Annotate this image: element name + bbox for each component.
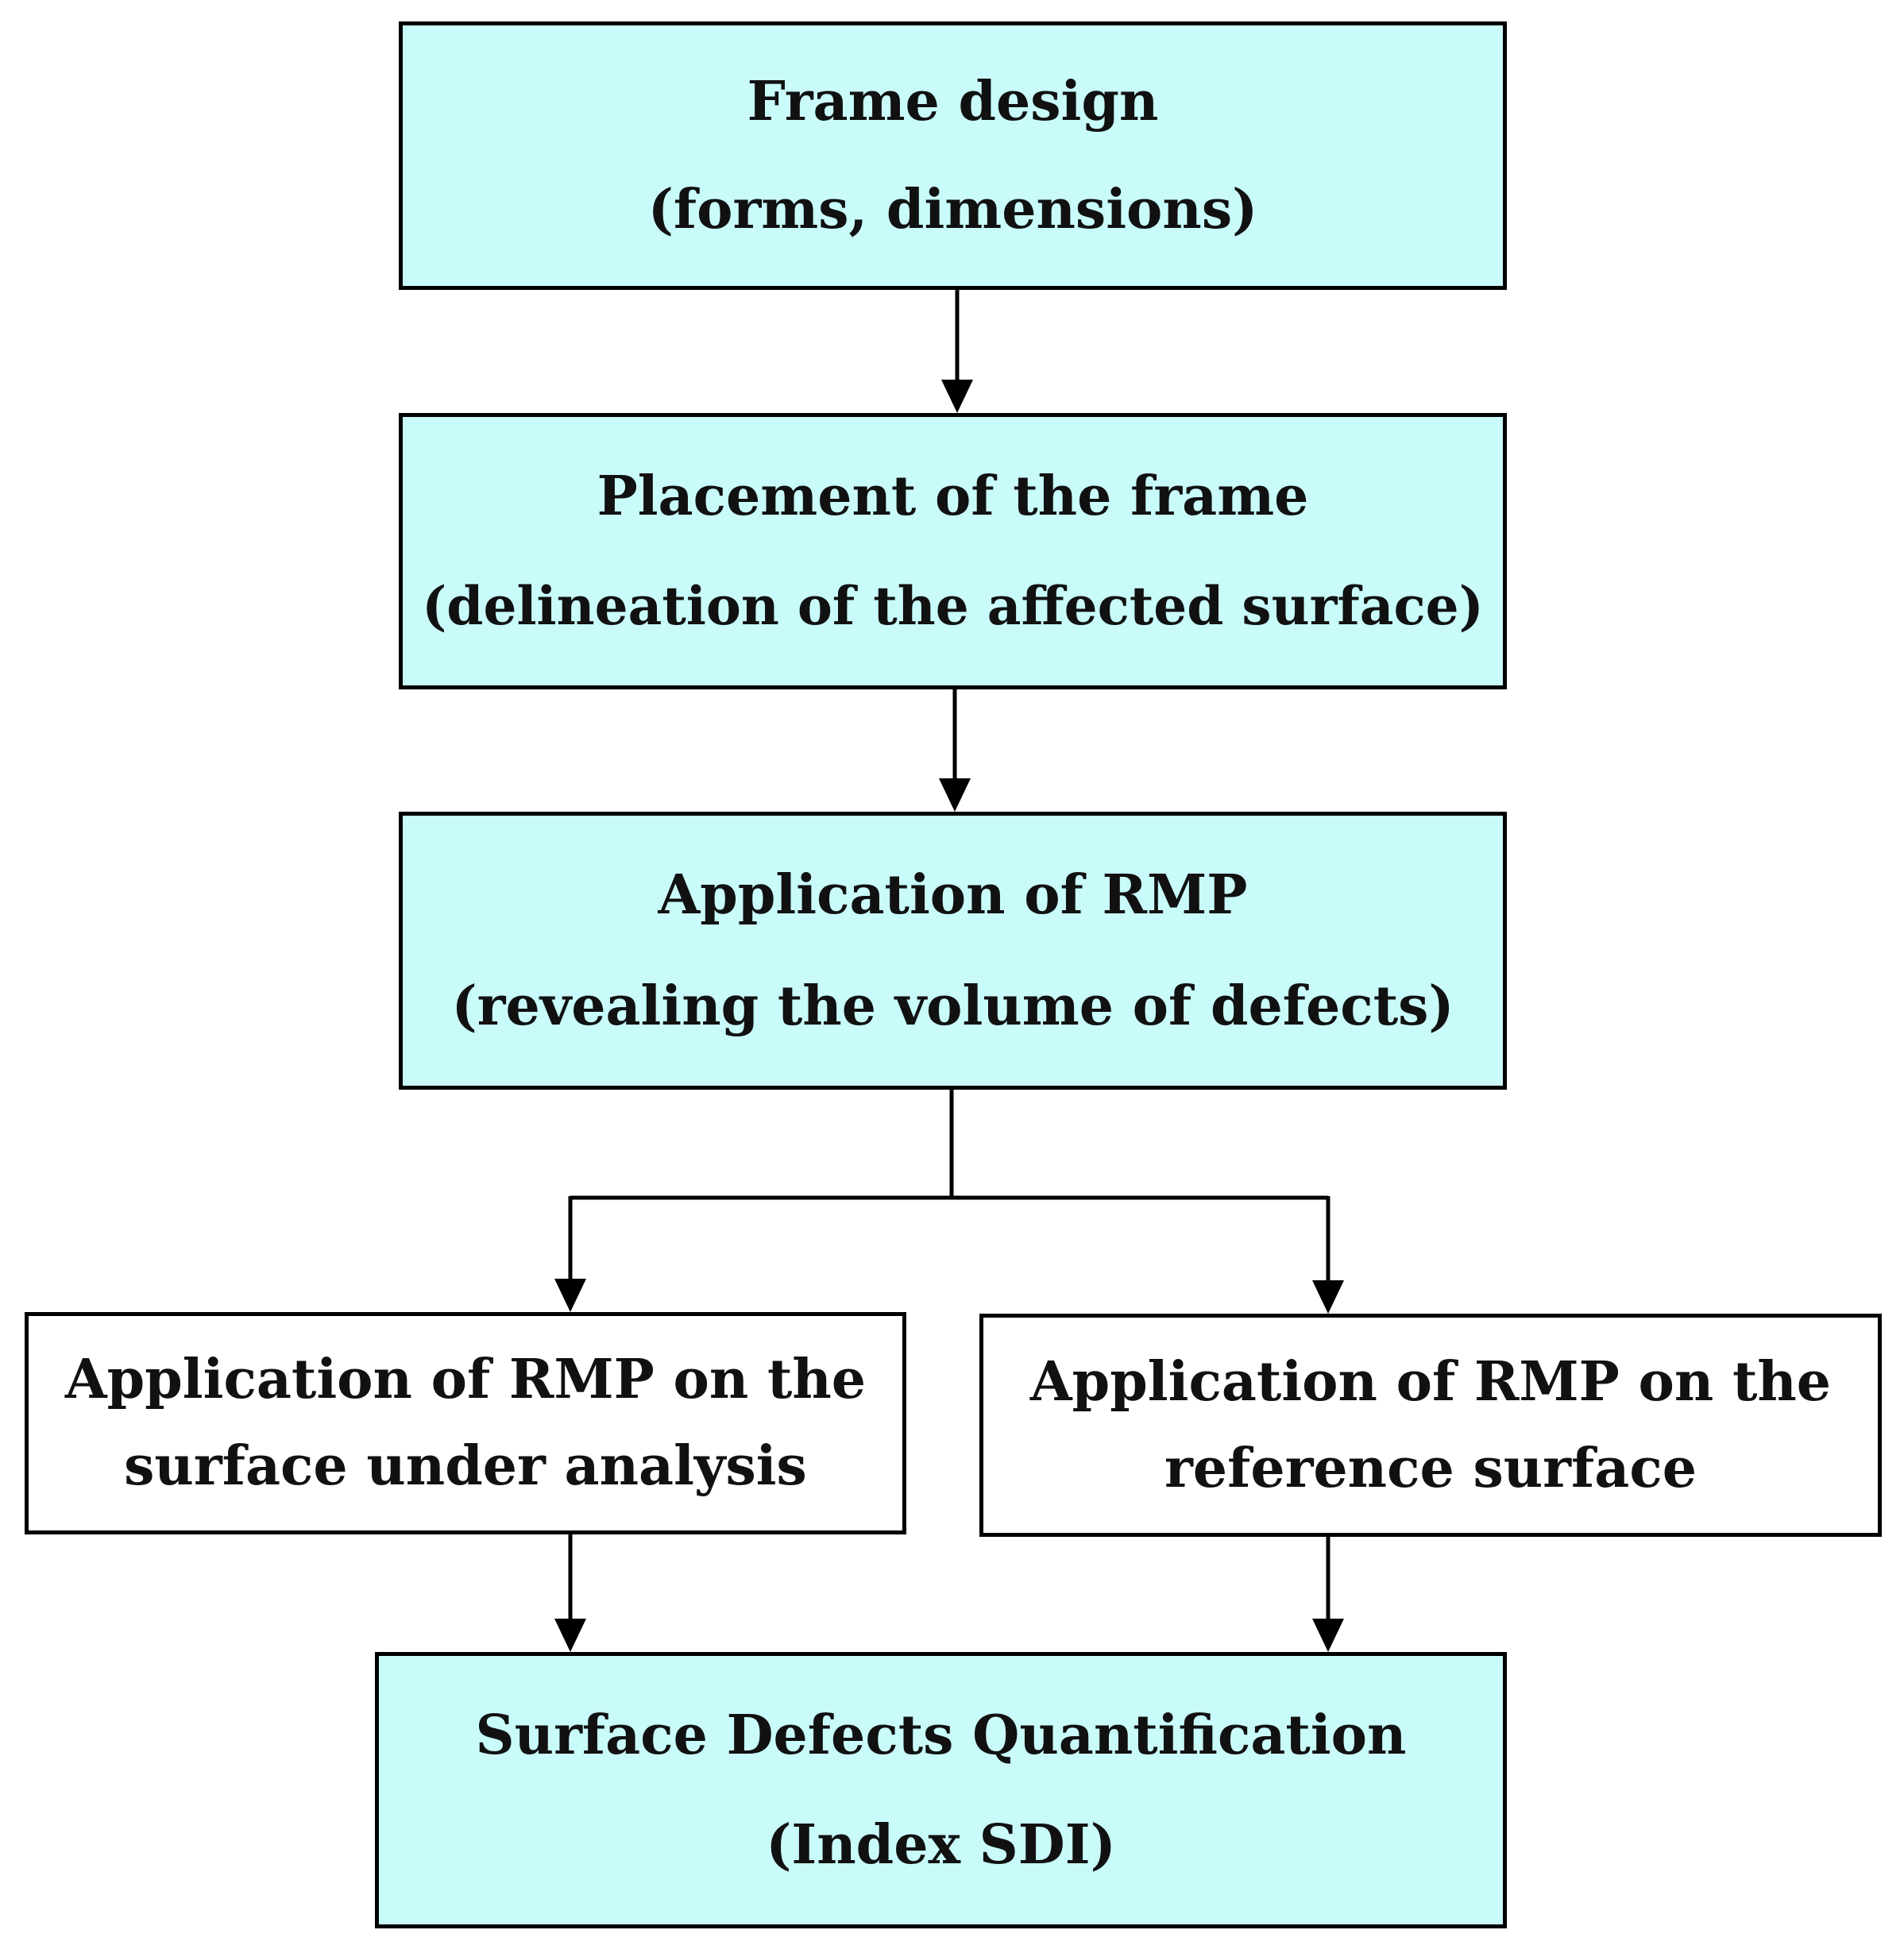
analysis-surface-line2: surface under analysis [124,1434,807,1498]
analysis-surface-box: Application of RMP on the surface under … [25,1312,906,1534]
application-box: Application of RMP (revealing the volume… [399,812,1507,1090]
placement-subtitle: (delineation of the affected surface) [422,574,1484,637]
quantification-box: Surface Defects Quantification (Index SD… [375,1652,1507,1928]
arrowhead-analysis-to-quantification [554,1619,586,1652]
frame-design-box: Frame design (forms, dimensions) [399,21,1507,290]
reference-surface-line1: Application of RMP on the [1029,1349,1832,1414]
placement-title: Placement of the frame [597,465,1309,529]
arrowhead-placement-to-application [939,778,971,812]
analysis-surface-line1: Application of RMP on the [64,1348,867,1412]
frame-design-title: Frame design [747,70,1159,134]
arrowhead-branch-to-reference [1312,1280,1344,1314]
application-subtitle: (revealing the volume of defects) [451,974,1454,1038]
arrowhead-frame-to-placement [941,380,973,413]
quantification-subtitle: (Index SDI) [766,1813,1116,1878]
application-title: Application of RMP [658,863,1248,928]
placement-box: Placement of the frame (delineation of t… [399,413,1507,689]
arrowhead-branch-to-analysis [554,1279,586,1312]
arrowhead-reference-to-quantification [1312,1619,1344,1652]
quantification-title: Surface Defects Quantification [475,1703,1407,1767]
reference-surface-box: Application of RMP on the reference surf… [979,1314,1882,1537]
reference-surface-line2: reference surface [1164,1436,1697,1500]
frame-design-subtitle: (forms, dimensions) [647,177,1258,241]
